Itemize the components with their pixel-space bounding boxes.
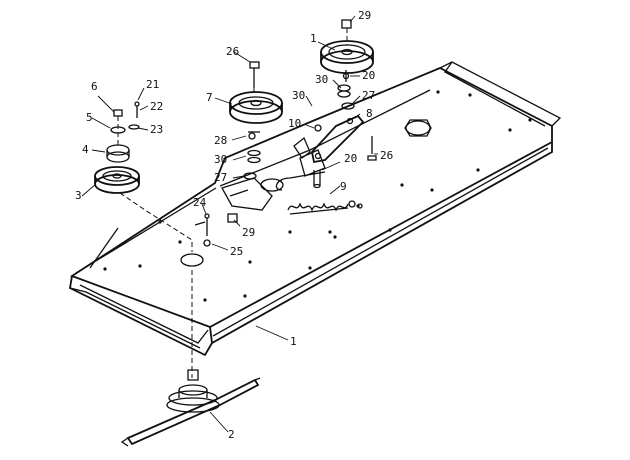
callout-5: 5 [86, 111, 93, 124]
deck-left-edge-2 [89, 227, 119, 269]
callout-27-center: 27 [214, 171, 227, 184]
callout-23: 23 [150, 123, 163, 136]
bracket-10 [293, 124, 322, 159]
pulley-3 [94, 166, 140, 194]
bolt-26-center [249, 61, 260, 96]
callout-8: 8 [366, 107, 373, 120]
callout-29-top: 29 [358, 9, 371, 22]
callout-20-center: 20 [344, 152, 357, 165]
deck-rivets [103, 90, 532, 302]
deck-rear-lip [444, 61, 546, 127]
callout-2: 2 [228, 428, 235, 441]
callout-labels: 1 29 26 20 30 30 27 7 8 10 28 30 20 26 2… [75, 9, 393, 441]
deck-top-outline [70, 67, 553, 328]
bolt-28-center [248, 131, 260, 140]
deck-rear-ridge [439, 61, 562, 127]
leader-lines [81, 15, 378, 433]
deck-right-skirt-inner [212, 147, 549, 337]
bolt-28-right [367, 136, 377, 161]
callout-7: 7 [206, 91, 213, 104]
nut-25 [203, 239, 211, 247]
callout-25: 25 [230, 245, 243, 258]
callout-1-deck: 1 [290, 335, 297, 348]
washer-23 [128, 124, 140, 130]
nut-29-top [341, 19, 352, 45]
deck-front-skirt [69, 275, 213, 357]
bolt-24 [194, 213, 210, 236]
center-plate-bracket [221, 177, 273, 211]
callout-30-center: 30 [214, 153, 227, 166]
callout-24: 24 [193, 196, 207, 209]
callout-26-center: 26 [226, 45, 239, 58]
deck-front-skirt-fold [69, 287, 201, 349]
washer-30-right [337, 84, 351, 98]
callout-10: 10 [288, 117, 301, 130]
callout-27-right: 27 [362, 89, 375, 102]
deck-inner-rib [219, 89, 431, 187]
blade [126, 378, 260, 446]
callout-20-top: 20 [362, 69, 375, 82]
callout-1-pulley: 1 [310, 32, 317, 45]
deck-right-skirt [209, 142, 553, 345]
bolt-6 [113, 109, 123, 146]
deck-front-skirt-inner [79, 284, 209, 344]
callout-3: 3 [75, 189, 82, 202]
callout-28: 28 [214, 134, 227, 147]
callout-22: 22 [150, 100, 163, 113]
hub-4 [106, 144, 130, 163]
belt-alignment-line [119, 192, 193, 252]
callout-26-right: 26 [380, 149, 393, 162]
nut-29-center [227, 213, 238, 223]
callout-4: 4 [82, 143, 89, 156]
callout-21: 21 [146, 78, 159, 91]
nut-27-right [341, 102, 355, 110]
blade-spindle-2 [120, 270, 261, 447]
callout-30-middle: 30 [292, 89, 305, 102]
callout-9: 9 [340, 180, 347, 193]
bolt-21 [134, 101, 140, 118]
spring-9 [275, 171, 363, 215]
pulley-7 [229, 91, 283, 124]
bolt-20-right [342, 70, 350, 82]
callout-6: 6 [91, 80, 98, 93]
deck-opening-right-notch [404, 119, 432, 137]
callout-30-right: 30 [315, 73, 328, 86]
callout-29-center: 29 [242, 226, 255, 239]
deck-left-edge [75, 187, 217, 274]
deck-opening-right [405, 120, 431, 136]
deck-opening-left [180, 253, 204, 267]
washers-30-center [247, 149, 261, 164]
